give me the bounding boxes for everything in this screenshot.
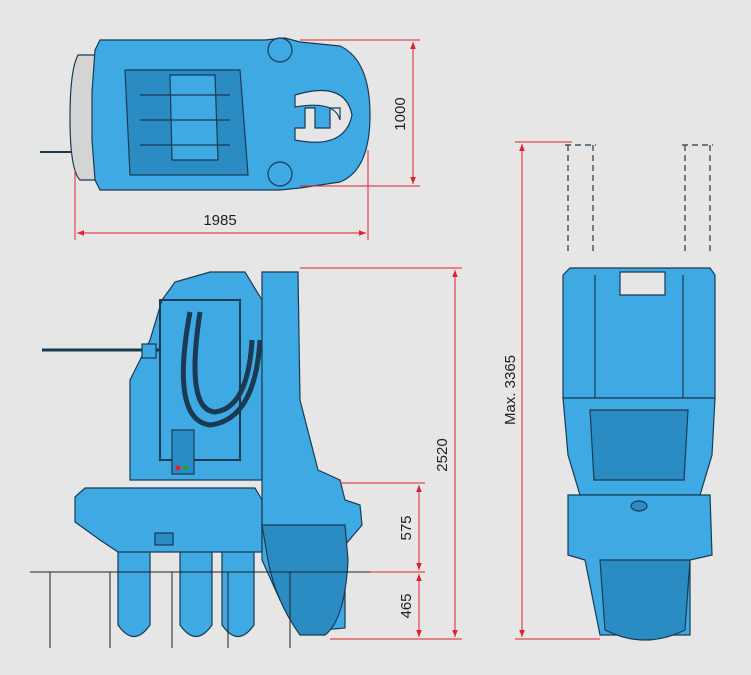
side-piles <box>117 539 255 638</box>
rear-logo-badge <box>630 500 648 512</box>
top-u-slot <box>294 89 353 143</box>
rear-chuck <box>599 559 691 641</box>
pile-3 <box>221 539 255 638</box>
side-arm-clamp <box>141 343 157 359</box>
top-dimensions <box>74 39 420 240</box>
dim-label-side-total: 2520 <box>434 438 451 471</box>
rear-top-notch <box>619 271 666 296</box>
dim-label-rear-max: Max. 3365 <box>502 355 519 425</box>
dim-label-side-mid: 575 <box>398 515 415 540</box>
rear-dashed-guides <box>567 145 711 255</box>
side-cage <box>159 299 241 461</box>
control-box <box>171 429 195 475</box>
side-chuck <box>261 524 349 636</box>
side-view <box>42 271 363 638</box>
rear-mid-panel <box>589 409 689 481</box>
ground-lines <box>30 571 370 648</box>
dim-label-side-low: 465 <box>398 593 415 618</box>
hydraulic-hose-2 <box>192 311 255 415</box>
pile-2 <box>179 539 213 638</box>
rear-view <box>562 144 716 641</box>
indicator-green <box>182 465 188 471</box>
pile-1 <box>117 539 151 638</box>
hydraulic-hose-1 <box>180 311 263 428</box>
top-view <box>40 37 371 191</box>
top-hydraulic-reel-1 <box>267 37 293 63</box>
side-base-handle <box>154 532 174 546</box>
side-dimensions <box>300 267 462 640</box>
dim-label-top-width: 1000 <box>392 97 409 130</box>
indicator-red <box>175 465 181 471</box>
top-center-plate <box>169 74 219 161</box>
rear-dimensions <box>515 141 600 640</box>
dim-label-top-length: 1985 <box>203 212 236 229</box>
top-hydraulic-reel-2 <box>267 161 293 187</box>
